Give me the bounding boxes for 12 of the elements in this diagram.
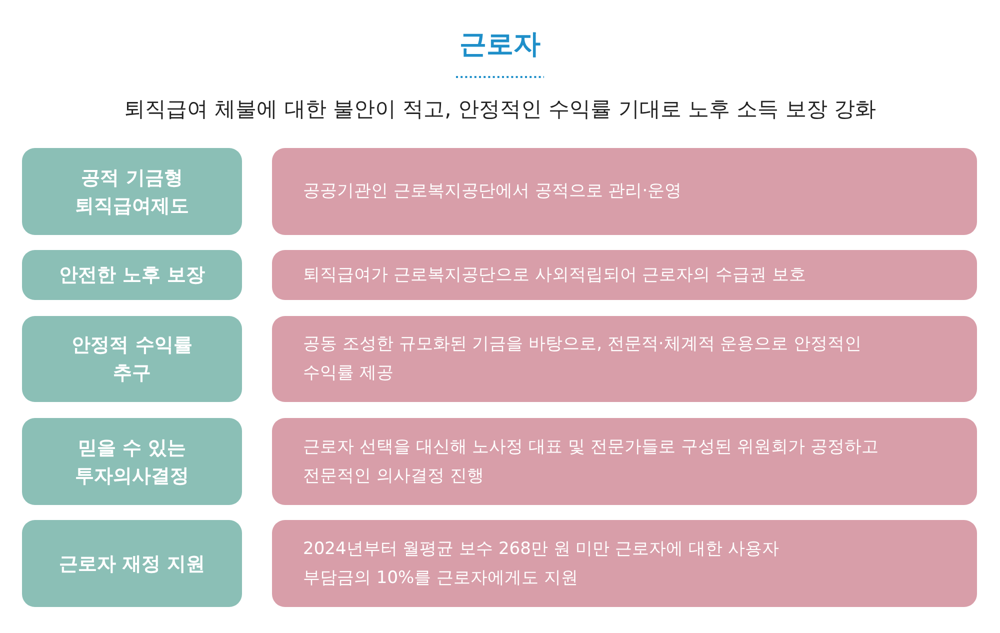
description-box: 근로자 선택을 대신해 노사정 대표 및 전문가들로 구성된 위원회가 공정하고 전문적인 의사결정 진행 xyxy=(272,418,977,505)
description-box: 공동 조성한 규모화된 기금을 바탕으로, 전문적·체계적 운용으로 안정적인 수익률 제공 xyxy=(272,316,977,402)
subtitle: 퇴직급여 체불에 대한 불안이 적고, 안정적인 수익률 기대로 노후 소득 보장 강화 xyxy=(124,97,876,121)
heading-box: 믿을 수 있는 투자의사결정 xyxy=(22,418,242,505)
heading-box: 근로자 재정 지원 xyxy=(22,520,242,607)
description-box: 공공기관인 근로복지공단에서 공적으로 관리·운영 xyxy=(272,148,977,235)
description-box: 퇴직급여가 근로복지공단으로 사외적립되어 근로자의 수급권 보호 xyxy=(272,250,977,300)
title: 근로자 xyxy=(460,29,540,60)
heading-box: 공적 기금형 퇴직급여제도 xyxy=(22,148,242,235)
heading-box: 안전한 노후 보장 xyxy=(22,250,242,300)
description-box: 2024년부터 월평균 보수 268만 원 미만 근로자에 대한 사용자 부담금의 10%를 근로자에게도 지원 xyxy=(272,520,977,607)
heading-box: 안정적 수익률 추구 xyxy=(22,316,242,402)
